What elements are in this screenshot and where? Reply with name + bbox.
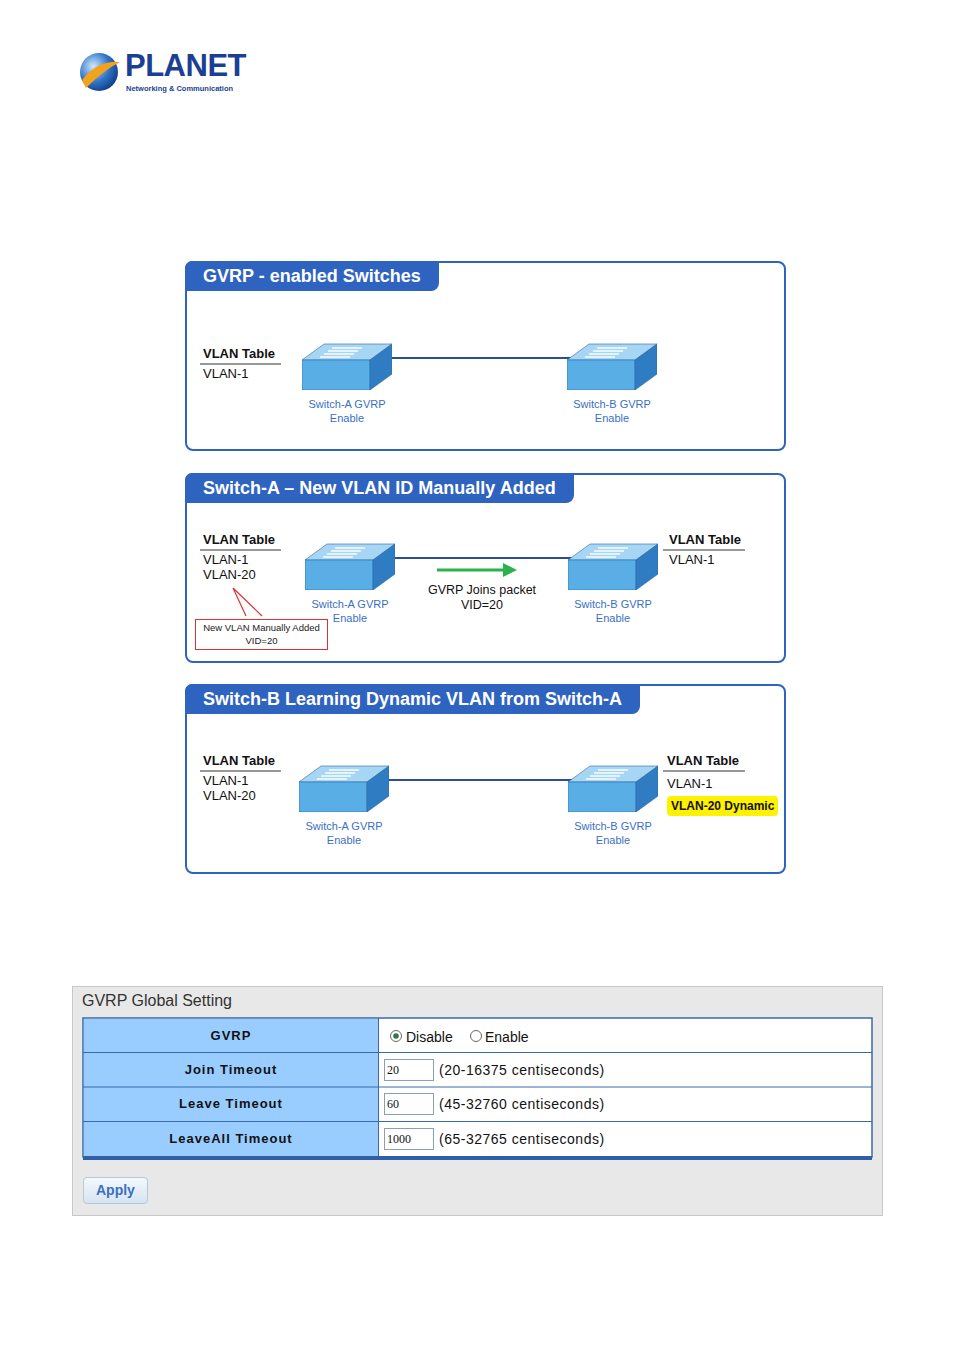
vlan-table-text: VLAN-1	[203, 366, 249, 381]
panel-heading: GVRP - enabled Switches	[185, 261, 439, 291]
vlan-table-text: VLAN Table	[669, 532, 741, 547]
switch-label: Switch-B GVRP Enable	[562, 398, 662, 425]
panel-heading: Switch-B Learning Dynamic VLAN from Swit…	[185, 684, 640, 714]
callout-box: New VLAN Manually Added VID=20	[195, 619, 328, 650]
apply-button: Apply	[83, 1177, 148, 1204]
form-text: 1000	[387, 1132, 411, 1147]
vlan-table-text: VLAN Table	[203, 532, 275, 547]
form-text: (65-32765 centiseconds)	[439, 1131, 605, 1147]
join-packet-arrow	[437, 563, 517, 577]
form-text: (45-32760 centiseconds)	[439, 1096, 605, 1112]
vlan-table-text: VLAN Table	[203, 753, 275, 768]
switch-node: Switch-B GVRP Enable	[563, 762, 663, 847]
panel-heading: Switch-A – New VLAN ID Manually Added	[185, 473, 574, 503]
logo-globe	[80, 53, 120, 91]
switch-label: Switch-B GVRP Enable	[563, 598, 663, 625]
link-line	[385, 779, 574, 781]
form-background	[73, 987, 883, 1216]
switch-icon	[302, 340, 392, 390]
logo-text: Networking & Communication	[126, 84, 233, 93]
callout-leader	[233, 588, 262, 616]
vlan-table-text: VLAN Table	[203, 346, 275, 361]
form-text: Leave Timeout	[84, 1096, 378, 1111]
node-text: VLAN-20 Dynamic	[671, 796, 774, 816]
switch-label: Switch-B GVRP Enable	[563, 820, 663, 847]
switch-node: Switch-A GVRP Enable	[294, 762, 394, 847]
scenario-panel: Switch-A – New VLAN ID Manually AddedSwi…	[185, 473, 786, 663]
switch-node: Switch-B GVRP Enable	[562, 340, 662, 425]
logo-text: PLANET	[125, 48, 246, 84]
node-text: New VLAN Manually Added VID=20	[199, 621, 324, 647]
switch-icon	[567, 340, 657, 390]
form-text: Join Timeout	[84, 1062, 378, 1077]
switch-node: Switch-A GVRP Enable	[300, 540, 400, 625]
switch-icon	[568, 762, 658, 812]
vlan-table-text: VLAN-20	[203, 788, 256, 803]
vlan-table-text: VLAN-1	[669, 552, 715, 567]
form-text: 60	[387, 1097, 399, 1112]
link-line	[388, 357, 573, 359]
vlan-table-text: VLAN-1	[203, 773, 249, 788]
switch-icon	[305, 540, 395, 590]
switch-icon	[299, 762, 389, 812]
vlan-table-text: VLAN-1	[203, 552, 249, 567]
form-text: 20	[387, 1063, 399, 1078]
form-text: LeaveAll Timeout	[84, 1131, 378, 1146]
link-line	[391, 557, 574, 559]
vlan-table-text: VLAN Table	[667, 753, 739, 768]
switch-label: Switch-A GVRP Enable	[294, 820, 394, 847]
vlan-table-text: GVRP Joins packet VID=20	[420, 583, 544, 613]
vlan-table-text: VLAN-20	[203, 567, 256, 582]
form-text: (20-16375 centiseconds)	[439, 1062, 605, 1078]
form-text: Enable	[485, 1029, 529, 1045]
switch-node: Switch-B GVRP Enable	[563, 540, 663, 625]
vlan-table-text: VLAN-1	[667, 776, 713, 791]
switch-node: Switch-A GVRP Enable	[297, 340, 397, 425]
panel-heading: GVRP Global Setting	[82, 992, 232, 1010]
node-text: Apply	[96, 1178, 135, 1203]
form-text: Disable	[406, 1029, 453, 1045]
switch-label: Switch-A GVRP Enable	[297, 398, 397, 425]
switch-icon	[568, 540, 658, 590]
dynamic-vlan-badge: VLAN-20 Dynamic	[667, 796, 778, 816]
scenario-panel: GVRP - enabled SwitchesSwitch-A GVRP Ena…	[185, 261, 786, 451]
form-text: GVRP	[84, 1028, 378, 1043]
